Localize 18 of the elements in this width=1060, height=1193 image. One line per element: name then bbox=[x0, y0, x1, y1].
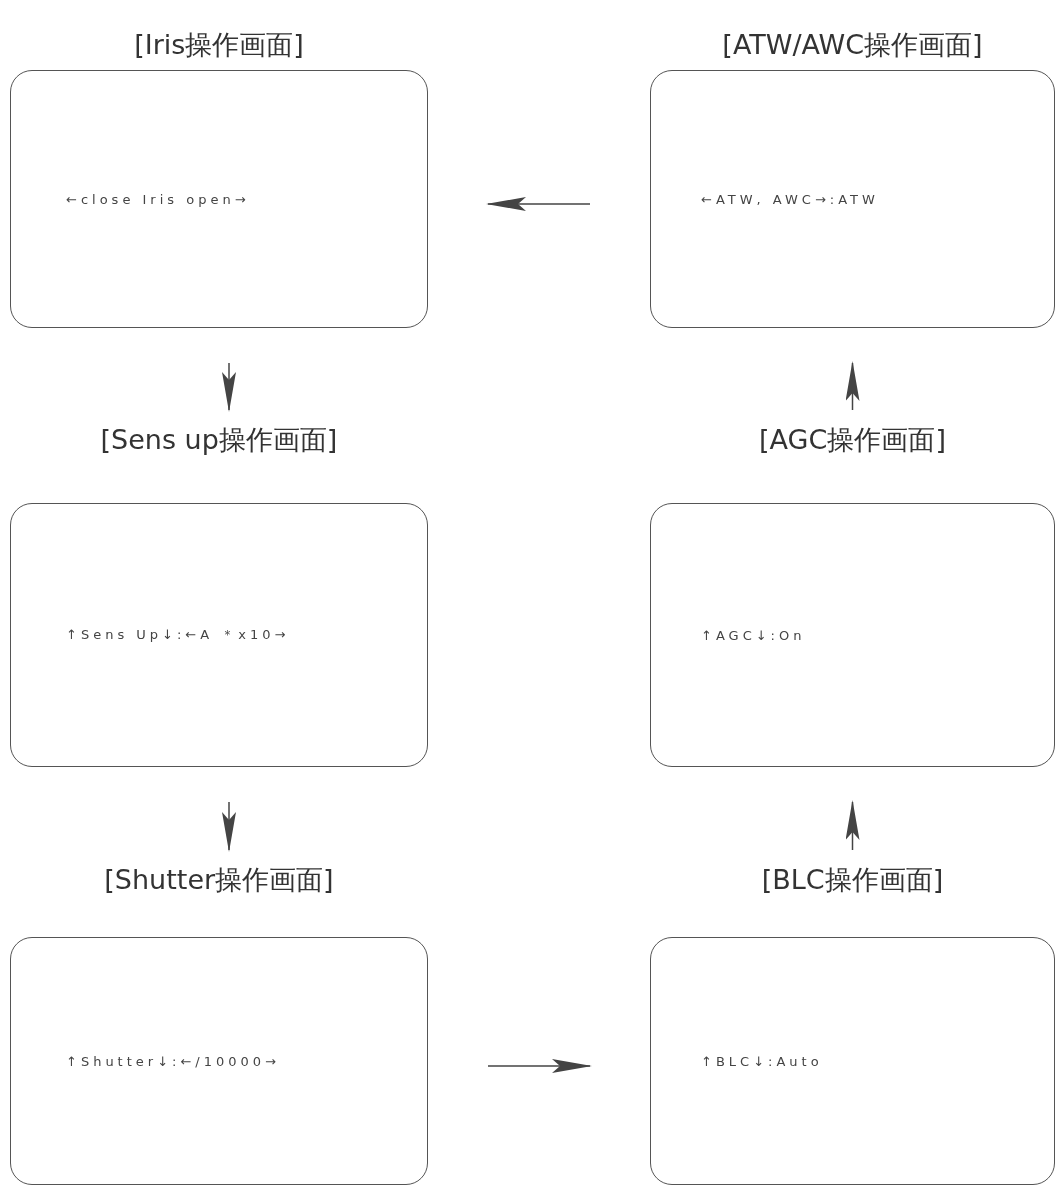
screen-title: [Iris操作画面] bbox=[134, 28, 304, 62]
screen-text: ↑Shutter↓:←/10000→ bbox=[66, 1053, 280, 1069]
screen-title: [BLC操作画面] bbox=[761, 863, 944, 897]
screen-title: [ATW/AWC操作画面] bbox=[722, 28, 983, 62]
arrow bbox=[486, 197, 591, 211]
arrow bbox=[845, 361, 860, 411]
screen-text: ←close Iris open→ bbox=[66, 191, 250, 207]
screen-text: ↑AGC↓:On bbox=[701, 627, 806, 643]
screen-title: [Sens up操作画面] bbox=[100, 423, 338, 457]
screen-text: ←ATW, AWC→:ATW bbox=[701, 191, 879, 207]
arrow bbox=[222, 801, 236, 852]
screen-title: [AGC操作画面] bbox=[759, 423, 946, 457]
arrow bbox=[222, 362, 236, 412]
screen-title: [Shutter操作画面] bbox=[104, 863, 334, 897]
arrow bbox=[487, 1059, 592, 1073]
arrow bbox=[845, 800, 860, 851]
screen-text: ↑BLC↓:Auto bbox=[701, 1053, 823, 1069]
screen-text: ↑Sens Up↓:←A ＊x10→ bbox=[66, 626, 290, 644]
